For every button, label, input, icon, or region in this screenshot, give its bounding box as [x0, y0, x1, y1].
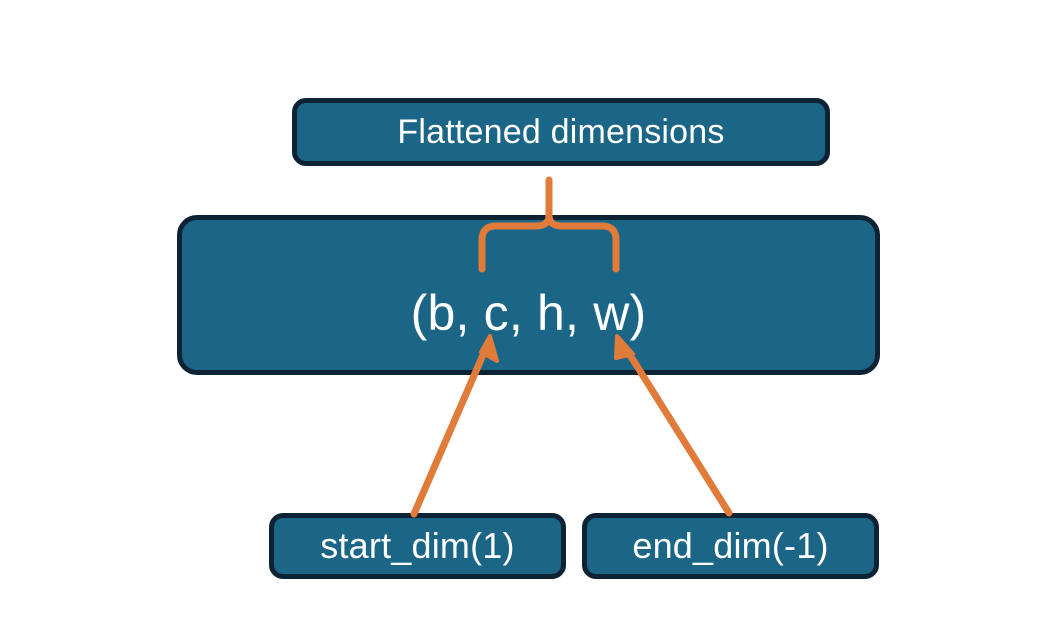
- tensor-shape-label: (b, c, h, w): [410, 285, 647, 341]
- flattened-dimensions-box: Flattened dimensions: [292, 98, 830, 166]
- start-dim-box: start_dim(1): [269, 513, 566, 579]
- start-dim-label: start_dim(1): [320, 525, 515, 566]
- flattened-dimensions-label: Flattened dimensions: [397, 112, 725, 151]
- end-dim-box: end_dim(-1): [582, 513, 879, 579]
- tensor-shape-box: (b, c, h, w): [177, 215, 880, 375]
- end-dim-label: end_dim(-1): [632, 525, 829, 566]
